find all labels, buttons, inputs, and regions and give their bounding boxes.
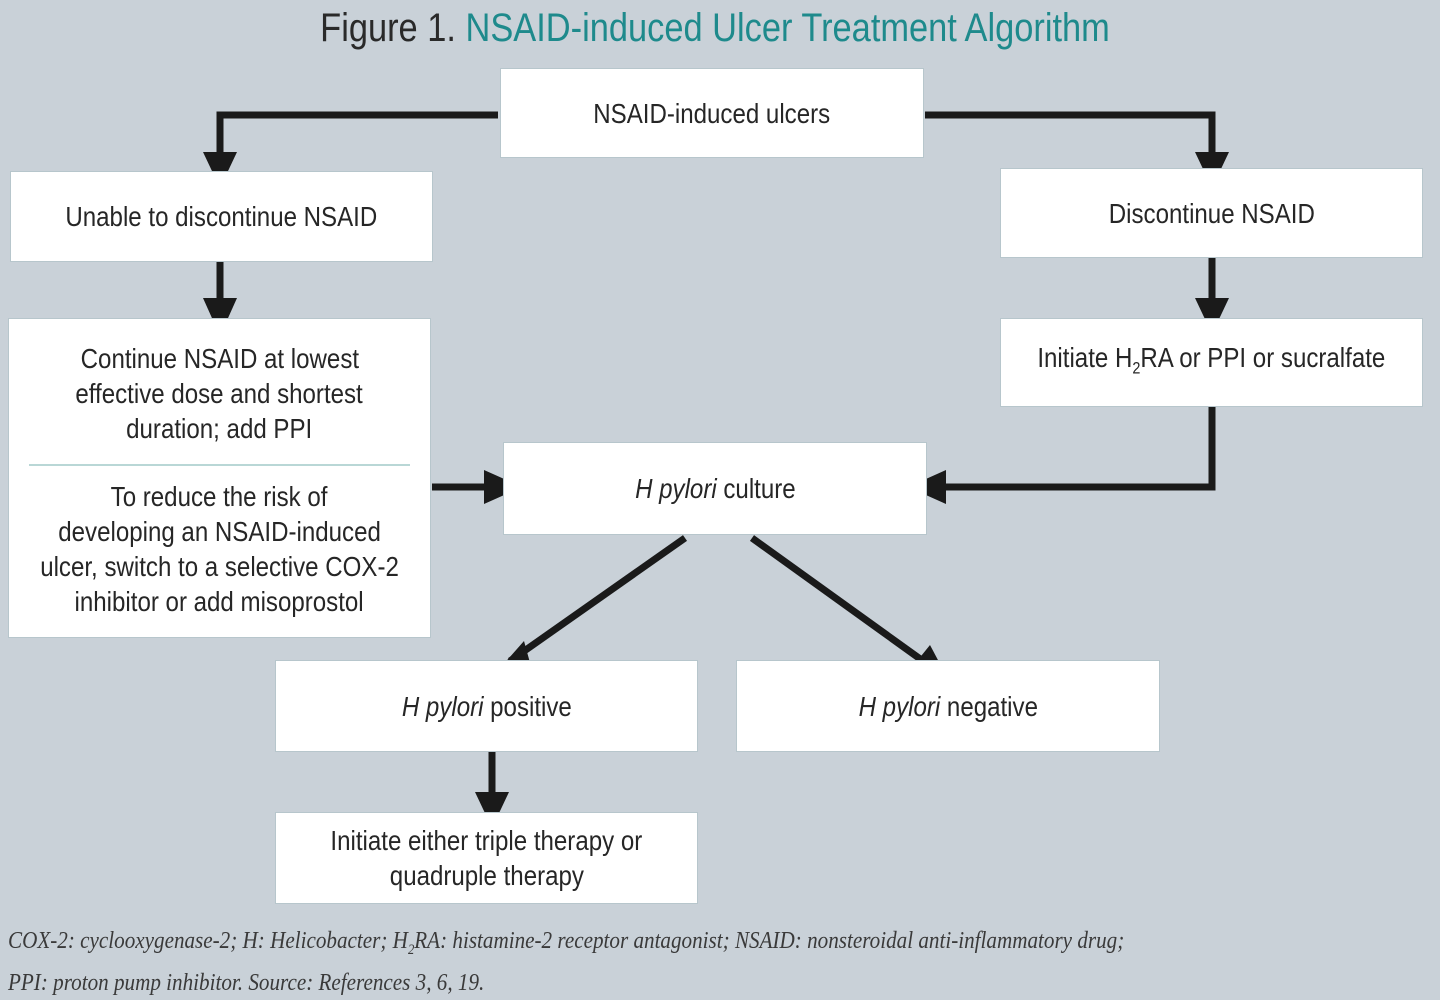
node-h-pylori-positive: H pylori positive — [275, 660, 698, 752]
node-label: Initiate H2RA or PPI or sucralfate — [1037, 340, 1385, 386]
text-line: Continue NSAID at lowest — [80, 343, 359, 374]
arrow-root-to-discontinue — [925, 111, 1216, 160]
node-label: Unable to discontinue NSAID — [65, 201, 378, 232]
text-part: negative — [939, 690, 1038, 722]
arrow-culture-to-negative — [749, 535, 933, 669]
footnote-line-1: COX-2: cyclooxygenase-2; H: Helicobacter… — [8, 925, 1258, 967]
text-line: To reduce the risk of — [111, 481, 328, 512]
node-label: NSAID-induced ulcers — [593, 97, 831, 129]
node-nsaid-induced-ulcers: NSAID-induced ulcers — [500, 68, 924, 158]
node-h-pylori-negative: H pylori negative — [736, 660, 1160, 752]
arrowhead — [1195, 298, 1229, 334]
text-line: quadruple therapy — [389, 860, 584, 891]
organism-name: H pylori — [401, 690, 484, 722]
reduce-risk-text: To reduce the risk of developing an NSAI… — [9, 479, 430, 619]
text-part: PPI: proton pump inhibitor. Source: Refe… — [8, 969, 485, 996]
node-label: H pylori culture — [635, 471, 796, 506]
text-line: Initiate either triple therapy or — [330, 825, 643, 856]
arrowhead — [203, 298, 237, 336]
arrowhead — [203, 152, 237, 188]
figure-title-text: NSAID-induced Ulcer Treatment Algorithm — [465, 6, 1110, 50]
node-h-pylori-culture: H pylori culture — [503, 442, 927, 535]
text-line: developing an NSAID-induced — [58, 516, 381, 547]
text-line: duration; add PPI — [126, 413, 313, 444]
subscript: 2 — [407, 941, 415, 958]
footnote: COX-2: cyclooxygenase-2; H: Helicobacter… — [8, 925, 1428, 1000]
arrow-root-to-unable — [216, 111, 498, 160]
footnote-line-2: PPI: proton pump inhibitor. Source: Refe… — [8, 967, 1258, 1000]
text-part: culture — [716, 473, 796, 504]
text-line: ulcer, switch to a selective COX-2 — [40, 551, 399, 582]
node-initiate-therapy: Initiate either triple therapy or quadru… — [275, 812, 698, 904]
continue-nsaid-text: Continue NSAID at lowest effective dose … — [9, 341, 430, 446]
arrow-culture-to-positive — [507, 535, 688, 664]
node-label: Discontinue NSAID — [1108, 197, 1315, 229]
arrow-initiate-to-culture — [935, 406, 1216, 491]
arrowhead — [475, 792, 509, 828]
figure-title: Figure 1. NSAID-induced Ulcer Treatment … — [100, 4, 1330, 52]
node-continue-nsaid-combo: Continue NSAID at lowest effective dose … — [8, 318, 431, 638]
text-line: inhibitor or add misoprostol — [74, 586, 365, 617]
node-label: H pylori negative — [858, 689, 1037, 724]
divider — [29, 464, 410, 466]
subscript: 2 — [1132, 358, 1141, 378]
organism-name: H pylori — [858, 690, 940, 722]
text-part: positive — [483, 690, 572, 722]
text-line: effective dose and shortest — [75, 378, 364, 409]
organism-name: H pylori — [634, 473, 717, 504]
text-part: RA: histamine-2 receptor antagonist; NSA… — [414, 928, 1125, 954]
arrowhead — [908, 470, 946, 504]
node-initiate-h2ra: Initiate H2RA or PPI or sucralfate — [1000, 318, 1423, 407]
node-label: H pylori positive — [402, 689, 572, 724]
figure-number: Figure 1. — [320, 6, 456, 50]
node-unable-to-discontinue: Unable to discontinue NSAID — [10, 171, 433, 262]
text-part: RA or PPI or sucralfate — [1140, 341, 1386, 373]
text-part: Initiate H — [1037, 341, 1133, 373]
node-discontinue-nsaid: Discontinue NSAID — [1000, 168, 1423, 258]
text-part: COX-2: cyclooxygenase-2; H: Helicobacter… — [8, 928, 408, 954]
